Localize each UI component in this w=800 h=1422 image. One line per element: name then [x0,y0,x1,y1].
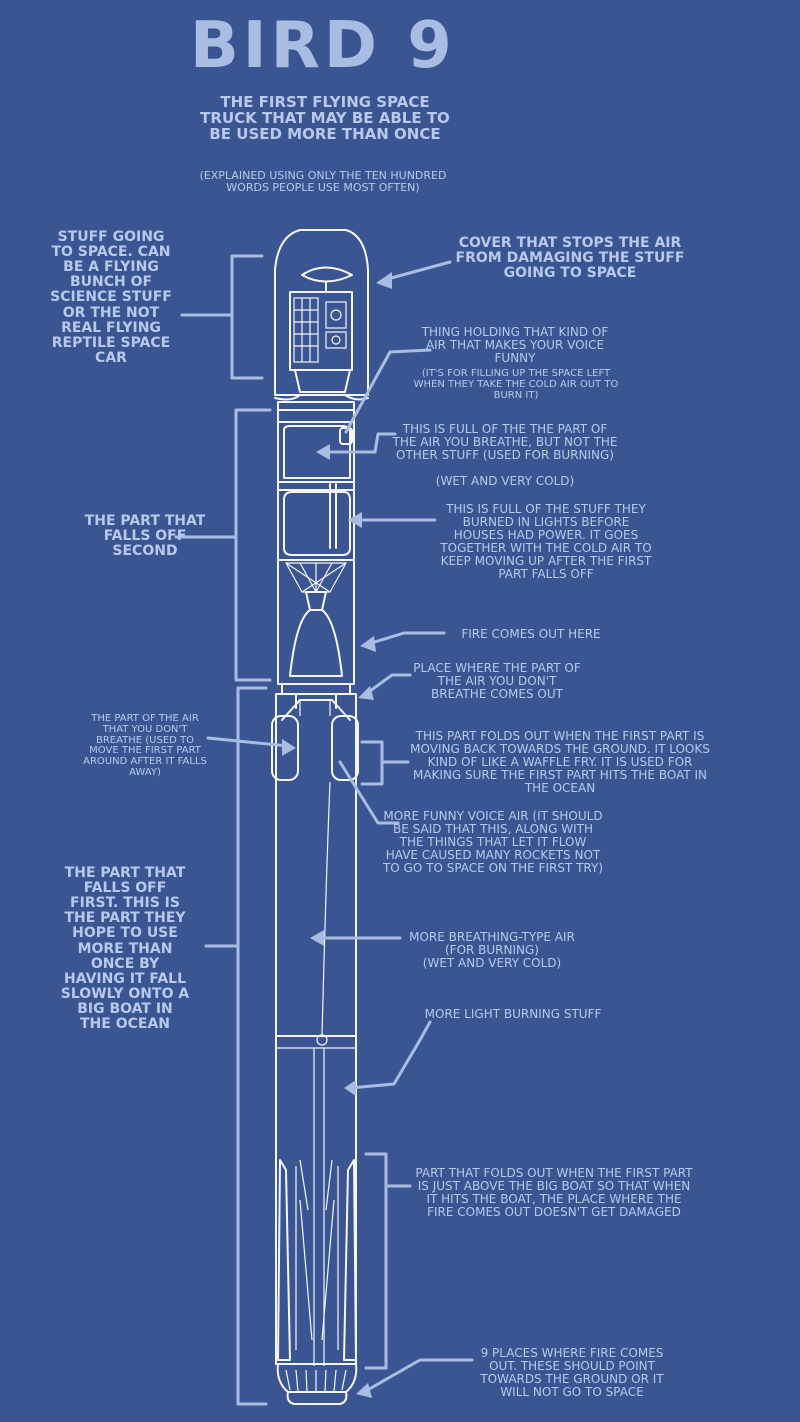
label-grid-fins: THIS PART FOLDS OUT WHEN THE FIRST PART … [410,729,710,795]
label-lox-tank-1-note: (WET AND VERY COLD) [422,956,562,970]
label-helium-tank-note: (IT'S FOR FILLING UP THE SPACE LEFT WHEN… [413,368,619,401]
lox-tank-2 [283,425,351,479]
label-nitrogen: THE PART OF THE AIR THAT YOU DON'T BREAT… [83,713,207,778]
first-stage-bracket [204,686,268,1406]
engine-2-bell [289,609,343,677]
helium-line [321,781,331,1037]
label-legs: PART THAT FOLDS OUT WHEN THE FIRST PART … [415,1166,693,1219]
landing-legs [277,1159,357,1361]
nitrogen-tank-right [331,715,359,781]
engine-2-mount [284,562,348,611]
label-fairing: COVER THAT STOPS THE AIR FROM DAMAGING T… [455,235,685,282]
grid-fins [271,699,359,781]
fairing [274,229,369,396]
diagram-subtitle-note: (EXPLAINED USING ONLY THE TEN HUNDRED WO… [199,169,447,194]
callouts [174,254,474,1406]
rocket-drawing [271,229,369,1405]
label-lox-tank-2: THIS IS FULL OF THE THE PART OF THE AIR … [392,422,618,462]
label-engines-1: 9 PLACES WHERE FIRE COMES OUT. THESE SHO… [480,1346,664,1399]
label-nitrogen-vent: PLACE WHERE THE PART OF THE AIR YOU DON'… [413,661,581,701]
second-stage-bracket [174,408,272,682]
fuel-tank-2 [283,491,351,556]
label-fuel-tank-2: THIS IS FULL OF THE STUFF THEY BURNED IN… [440,502,652,581]
label-lox-tank-1: MORE BREATHING-TYPE AIR (FOR BURNING) [409,930,575,957]
engines-1 [276,1363,358,1405]
label-engine-2: FIRE COMES OUT HERE [461,627,601,641]
label-helium-tank: THING HOLDING THAT KIND OF AIR THAT MAKE… [421,325,609,365]
label-first-stage: THE PART THAT FALLS OFF FIRST. THIS IS T… [60,865,190,1033]
label-second-stage: THE PART THAT FALLS OFF SECOND [84,513,206,560]
label-payload: STUFF GOING TO SPACE. CAN BE A FLYING BU… [50,229,172,366]
payload [289,266,353,393]
helium-tank-upper [339,427,353,445]
label-fuel-tank-1: MORE LIGHT BURNING STUFF [424,1007,602,1021]
diagram-subtitle: THE FIRST FLYING SPACE TRUCK THAT MAY BE… [200,93,450,144]
fuel-line-1 [313,1048,325,1366]
diagram-title: BIRD 9 [190,9,456,83]
label-lox-tank-2-note: (WET AND VERY COLD) [435,474,575,488]
nitrogen-tank-left [271,715,299,781]
label-helium-2: MORE FUNNY VOICE AIR (IT SHOULD BE SAID … [382,809,604,875]
payload-bracket [180,254,264,380]
